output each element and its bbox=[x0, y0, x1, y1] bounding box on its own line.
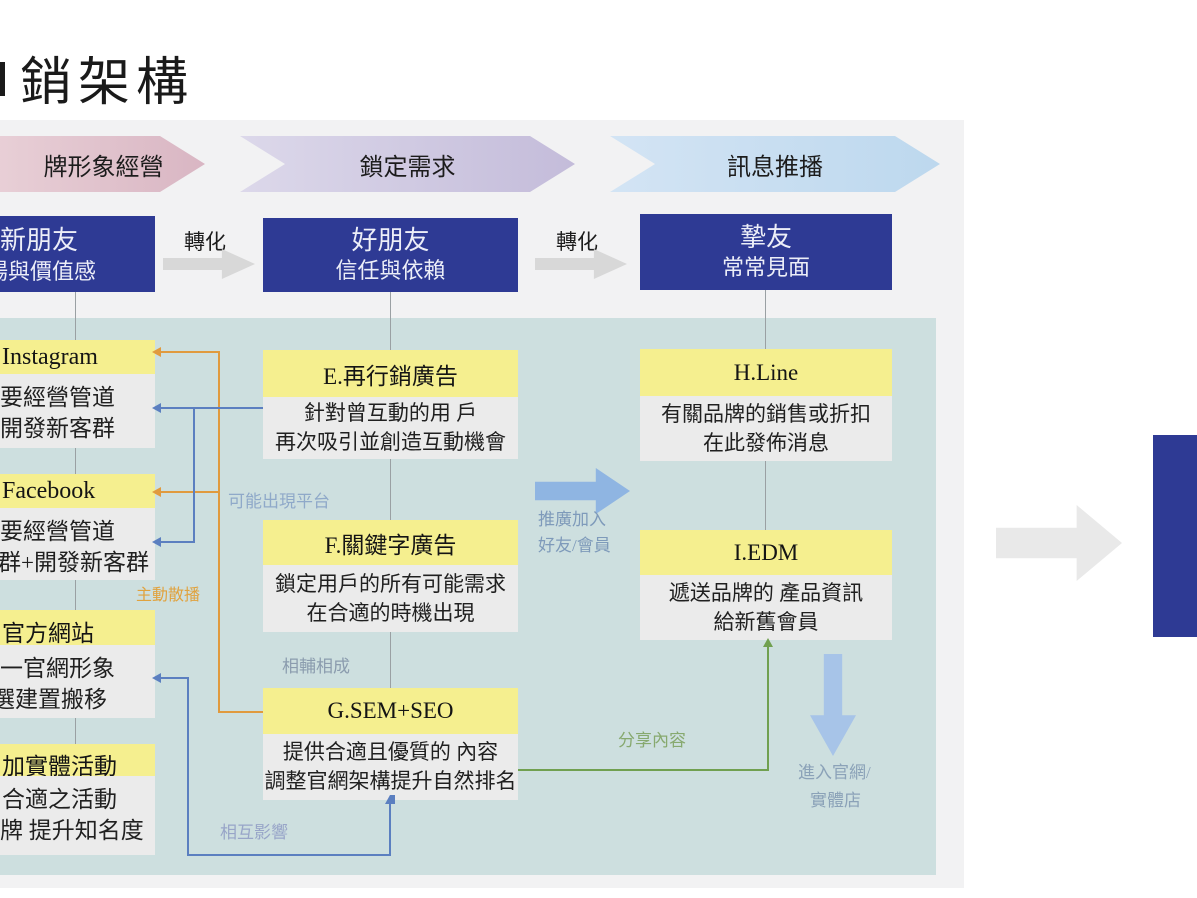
blue-connector-e-to-instagram bbox=[160, 407, 263, 409]
card-website-line1: 一官網形象 bbox=[0, 656, 115, 681]
label-promote-join-2: 好友/會員 bbox=[538, 536, 611, 555]
orange-arrowhead-facebook bbox=[152, 487, 161, 497]
card-facebook-title: Facebook bbox=[2, 478, 96, 504]
card-sem-seo-header: G.SEM+SEO bbox=[263, 688, 518, 734]
label-mutual-influence: 相互影響 bbox=[220, 823, 288, 842]
blue-connector-to-facebook bbox=[160, 541, 195, 543]
card-facebook-line2: 群+開發新客群 bbox=[0, 550, 149, 575]
card-keyword-ads-body: 鎖定用戶的所有可能需求 在合適的時機出現 bbox=[263, 565, 518, 632]
page-title: 銷架構 bbox=[20, 55, 195, 112]
stage-best-friend-subtitle: 常常見面 bbox=[721, 255, 810, 280]
card-events-title: 加實體活動 bbox=[2, 754, 117, 779]
blue-connector-bottom bbox=[187, 854, 391, 856]
label-share-content: 分享內容 bbox=[618, 731, 686, 750]
next-section-arrow bbox=[996, 505, 1122, 581]
card-events-line1: 合適之活動 bbox=[2, 787, 117, 812]
banner-target-demand-label: 鎖定需求 bbox=[359, 154, 456, 181]
card-events-body: 合適之活動 牌 提升知名度 bbox=[0, 776, 155, 855]
card-line-header: H.Line bbox=[640, 349, 892, 396]
connector bbox=[75, 292, 76, 340]
banner-brand-image: 牌形象經營 bbox=[0, 136, 205, 192]
card-remarketing-header: E.再行銷廣告 bbox=[263, 350, 518, 397]
green-connector-vertical bbox=[767, 646, 769, 771]
label-enter-site-1: 進入官網/ bbox=[798, 763, 871, 782]
blue-arrowhead-instagram bbox=[152, 403, 161, 413]
card-line-line1: 有關品牌的銷售或折扣 bbox=[661, 401, 871, 426]
card-remarketing-line1: 針對曾互動的用 戶 bbox=[303, 401, 478, 425]
card-events-line2: 牌 提升知名度 bbox=[0, 818, 144, 843]
label-active-spread: 主動散播 bbox=[136, 587, 201, 604]
orange-connector-to-facebook bbox=[160, 491, 220, 493]
connector bbox=[390, 632, 391, 688]
card-line-body: 有關品牌的銷售或折扣 在此發佈消息 bbox=[640, 396, 892, 461]
card-facebook-line1: 要經營管道 bbox=[0, 519, 115, 544]
connector bbox=[390, 292, 391, 350]
card-edm-body: 遞送品牌的 產品資訊 給新舊會員 bbox=[640, 575, 892, 640]
card-sem-seo-body: 提供合適且優質的 內容 調整官網架構提升自然排名 bbox=[263, 734, 518, 800]
card-edm-header: I.EDM bbox=[640, 530, 892, 575]
connector bbox=[390, 459, 391, 520]
connector bbox=[765, 461, 766, 530]
card-line-line2: 在此發佈消息 bbox=[703, 430, 829, 455]
green-connector-horizontal bbox=[518, 769, 769, 771]
card-facebook-header: Facebook bbox=[0, 474, 155, 508]
blue-connector-up-to-g bbox=[389, 804, 391, 856]
label-enter-site-2: 實體店 bbox=[810, 791, 861, 810]
clipped-right-box bbox=[1153, 435, 1197, 637]
transition-label-1: 轉化 bbox=[184, 230, 226, 254]
card-instagram-title: Instagram bbox=[2, 344, 98, 370]
banner-message-push: 訊息推播 bbox=[610, 136, 940, 192]
blue-connector-down bbox=[187, 677, 189, 856]
stage-good-friend-title: 好朋友 bbox=[351, 226, 430, 255]
green-arrowhead-edm bbox=[763, 638, 773, 647]
label-complement: 相輔相成 bbox=[282, 657, 350, 676]
blue-connector-vertical bbox=[193, 407, 195, 543]
connector bbox=[75, 710, 76, 744]
label-possible-platforms: 可能出現平台 bbox=[228, 492, 330, 511]
stage-new-friend-title: 新朋友 bbox=[0, 226, 79, 255]
blue-arrowhead-facebook bbox=[152, 537, 161, 547]
stage-good-friend: 好朋友 信任與依賴 bbox=[263, 218, 518, 292]
card-instagram-header: Instagram bbox=[0, 340, 155, 374]
card-instagram-body: 要經營管道 開發新客群 bbox=[0, 374, 155, 448]
title-clipped-glyph bbox=[0, 62, 5, 96]
banner-target-demand: 鎖定需求 bbox=[240, 136, 575, 192]
card-facebook-body: 要經營管道 群+開發新客群 bbox=[0, 508, 155, 580]
card-events-header: 加實體活動 bbox=[0, 744, 155, 779]
banner-message-push-label: 訊息推播 bbox=[727, 154, 823, 181]
card-website-title: 官方網站 bbox=[2, 621, 94, 646]
stage-best-friend: 摯友 常常見面 bbox=[640, 214, 892, 290]
card-edm-line2: 給新舊會員 bbox=[713, 609, 819, 634]
card-instagram-line1: 要經營管道 bbox=[0, 385, 115, 410]
card-website-header: 官方網站 bbox=[0, 610, 155, 646]
blue-arrowhead-g bbox=[385, 795, 395, 804]
card-keyword-ads-line2: 在合適的時機出現 bbox=[306, 600, 475, 625]
blue-arrowhead-website bbox=[152, 673, 161, 683]
card-edm-line1: 遞送品牌的 產品資訊 bbox=[668, 580, 864, 605]
stage-good-friend-subtitle: 信任與依賴 bbox=[335, 258, 446, 283]
card-website-body: 一官網形象 選建置搬移 bbox=[0, 645, 155, 718]
card-keyword-ads-header: F.關鍵字廣告 bbox=[263, 520, 518, 565]
connector bbox=[75, 440, 76, 474]
card-sem-seo-line2: 調整官網架構提升自然排名 bbox=[264, 769, 517, 793]
transition-label-2: 轉化 bbox=[556, 230, 598, 254]
card-sem-seo-line1: 提供合適且優質的 內容 bbox=[282, 740, 499, 764]
card-instagram-line2: 開發新客群 bbox=[0, 416, 115, 441]
orange-connector-to-g bbox=[218, 711, 263, 713]
orange-connector-vertical bbox=[218, 352, 220, 713]
blue-connector-to-website bbox=[160, 677, 189, 679]
card-website-line2: 選建置搬移 bbox=[0, 687, 107, 712]
card-keyword-ads-line1: 鎖定用戶的所有可能需求 bbox=[275, 571, 506, 596]
stage-best-friend-title: 摯友 bbox=[739, 223, 792, 252]
card-remarketing-body: 針對曾互動的用 戶 再次吸引並創造互動機會 bbox=[263, 397, 518, 459]
stage-new-friend: 新朋友 場與價值感 bbox=[0, 216, 155, 292]
card-remarketing-line2: 再次吸引並創造互動機會 bbox=[275, 430, 506, 454]
orange-arrowhead-instagram bbox=[152, 347, 161, 357]
banner-brand-image-label: 牌形象經營 bbox=[43, 154, 164, 181]
label-promote-join-1: 推廣加入 bbox=[538, 510, 606, 529]
connector bbox=[75, 572, 76, 610]
stage-new-friend-subtitle: 場與價值感 bbox=[0, 259, 97, 284]
orange-connector-to-instagram bbox=[160, 351, 220, 353]
connector bbox=[765, 290, 766, 349]
